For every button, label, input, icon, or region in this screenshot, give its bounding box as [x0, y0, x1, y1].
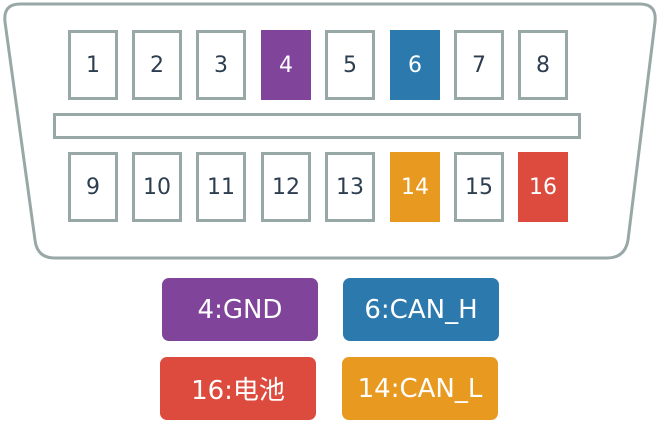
legend-item: 16:电池 [160, 357, 316, 420]
pin-11: 11 [196, 152, 246, 222]
pin-12: 12 [261, 152, 311, 222]
pin-10: 10 [132, 152, 182, 222]
pin-4: 4 [261, 30, 311, 100]
legend-item: 14:CAN_L [342, 357, 498, 420]
pin-2: 2 [132, 30, 182, 100]
legend-item: 6:CAN_H [343, 278, 499, 341]
pin-5: 5 [325, 30, 375, 100]
pin-9: 9 [68, 152, 118, 222]
pin-15: 15 [454, 152, 504, 222]
pin-1: 1 [68, 30, 118, 100]
pin-16: 16 [518, 152, 568, 222]
pin-13: 13 [325, 152, 375, 222]
pin-3: 3 [196, 30, 246, 100]
pin-8: 8 [518, 30, 568, 100]
pin-14: 14 [390, 152, 440, 222]
pin-6: 6 [390, 30, 440, 100]
pin-7: 7 [454, 30, 504, 100]
legend-item: 4:GND [162, 278, 318, 341]
connector-divider-bar [53, 113, 581, 139]
